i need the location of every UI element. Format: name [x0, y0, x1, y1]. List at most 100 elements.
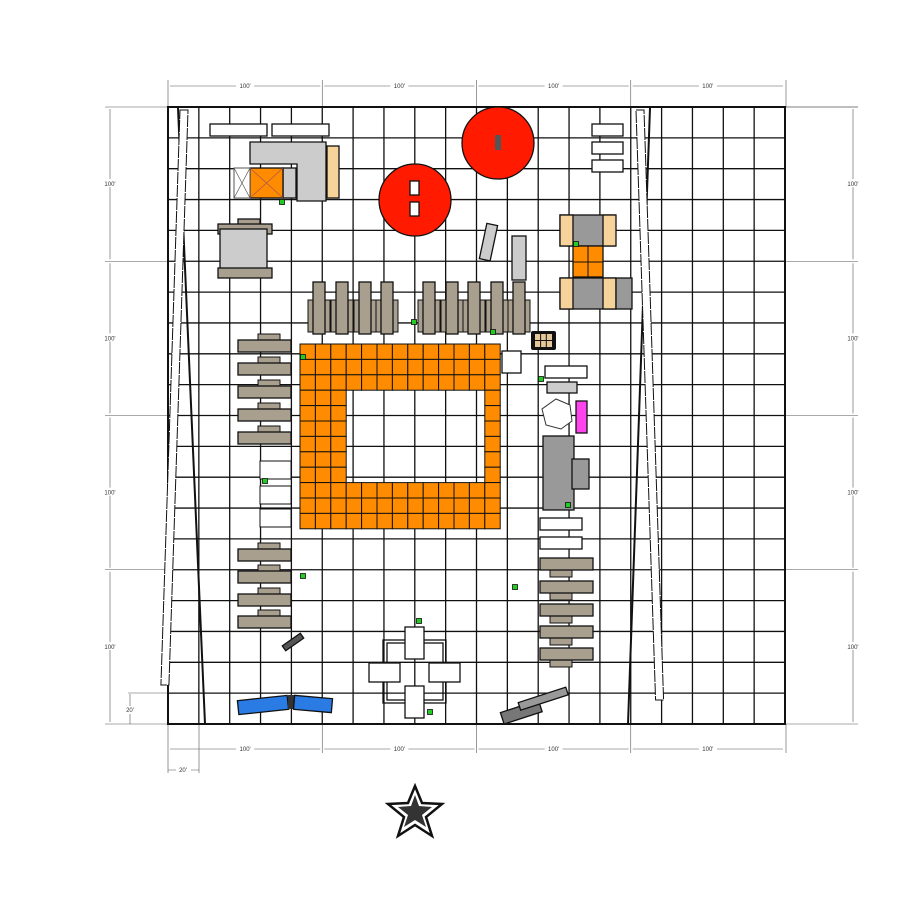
dimension-label: 100' — [847, 182, 858, 188]
tan-tent — [237, 362, 292, 376]
vendor-booth — [438, 482, 455, 499]
tan-tent — [237, 408, 292, 422]
vendor-booth — [407, 497, 424, 514]
dimension-label: 100' — [240, 84, 251, 90]
vendor-booth — [438, 374, 455, 391]
gray-building — [542, 435, 590, 511]
gray-block — [282, 167, 297, 199]
vendor-booth — [422, 343, 440, 360]
vendor-booth — [422, 512, 440, 530]
vendor-booth — [299, 374, 316, 391]
tan-tent — [237, 593, 292, 607]
vendor-booth — [330, 389, 347, 407]
vendor-booth — [407, 374, 424, 391]
tan-table — [490, 281, 504, 335]
green-marker — [279, 199, 285, 205]
green-marker — [262, 478, 268, 484]
green-marker — [300, 573, 306, 579]
vendor-booth — [484, 466, 501, 484]
vendor-booth — [422, 374, 440, 391]
vendor-booth — [330, 358, 347, 376]
blue-stage-wings — [236, 694, 334, 716]
dimension-label: 100' — [104, 645, 115, 651]
vendor-booth — [330, 512, 347, 530]
vendor-booth — [345, 374, 363, 391]
vendor-booth — [314, 389, 332, 407]
vendor-booth — [391, 512, 409, 530]
vendor-booth — [361, 482, 378, 499]
vendor-booth — [391, 343, 409, 360]
vendor-booth — [438, 358, 455, 376]
vendor-booth — [484, 435, 501, 453]
trailer — [591, 141, 624, 155]
tan-tent — [237, 548, 292, 562]
vendor-booth — [361, 343, 378, 360]
green-marker — [573, 241, 579, 247]
green-marker — [427, 709, 433, 715]
tan-tent — [237, 615, 292, 629]
vendor-booth — [438, 512, 455, 530]
white-tent — [259, 460, 292, 480]
cross-stage — [368, 626, 461, 719]
left-fence — [160, 107, 206, 725]
vendor-booth — [484, 420, 501, 437]
vendor-booth — [314, 405, 332, 422]
vendor-booth — [330, 451, 347, 468]
stage-complex — [559, 214, 633, 310]
vendor-booth — [314, 435, 332, 453]
vendor-booth — [330, 405, 347, 422]
vendor-booth — [484, 451, 501, 468]
vehicle-cluster — [499, 686, 570, 725]
trailer — [591, 159, 624, 173]
vendor-booth — [299, 451, 316, 468]
vendor-booth — [438, 497, 455, 514]
tan-tent — [237, 570, 292, 584]
vendor-booth — [391, 358, 409, 376]
dimension-label: 100' — [702, 747, 713, 753]
vendor-booth — [484, 358, 501, 376]
vendor-booth — [299, 482, 316, 499]
trailer — [209, 123, 268, 137]
green-marker — [565, 502, 571, 508]
trailer — [271, 123, 330, 137]
tan-tent — [237, 385, 292, 399]
north-star-logo — [384, 782, 446, 839]
vendor-booth — [453, 512, 470, 530]
vendor-booth — [376, 482, 393, 499]
vendor-booth — [314, 343, 332, 360]
dimension-label: 100' — [104, 491, 115, 497]
red-circle-tent — [461, 106, 535, 180]
dimension-label: 100' — [847, 491, 858, 497]
vendor-booth — [345, 482, 363, 499]
vendor-booth — [299, 420, 316, 437]
vendor-booth — [345, 343, 363, 360]
vendor-booth — [299, 358, 316, 376]
tan-tent — [539, 647, 594, 661]
vendor-booth — [299, 512, 316, 530]
tan-tent — [539, 625, 594, 639]
vendor-booth — [453, 482, 470, 499]
vendor-booth — [453, 374, 470, 391]
l-shaped-building — [249, 141, 327, 202]
vendor-booth — [391, 482, 409, 499]
dimension-lines: 100'100'100'100'100'100'100'100'100'100'… — [101, 80, 862, 774]
right-tan-stack — [539, 557, 594, 668]
vendor-booth — [484, 405, 501, 422]
green-marker — [490, 329, 496, 335]
vendor-booth — [376, 358, 393, 376]
tan-table — [335, 281, 349, 335]
vendor-booth — [376, 343, 393, 360]
vendor-booth — [407, 358, 424, 376]
tan-table — [467, 281, 481, 335]
vendor-booth — [299, 435, 316, 453]
vendor-booth — [407, 343, 424, 360]
green-markers — [262, 199, 579, 715]
vendor-booth — [330, 374, 347, 391]
vehicle — [281, 632, 305, 652]
vendor-booth — [468, 482, 486, 499]
vendor-booth — [484, 482, 501, 499]
dimension-label: 100' — [240, 747, 251, 753]
dimension-label: 100' — [548, 84, 559, 90]
vendor-booth — [422, 358, 440, 376]
